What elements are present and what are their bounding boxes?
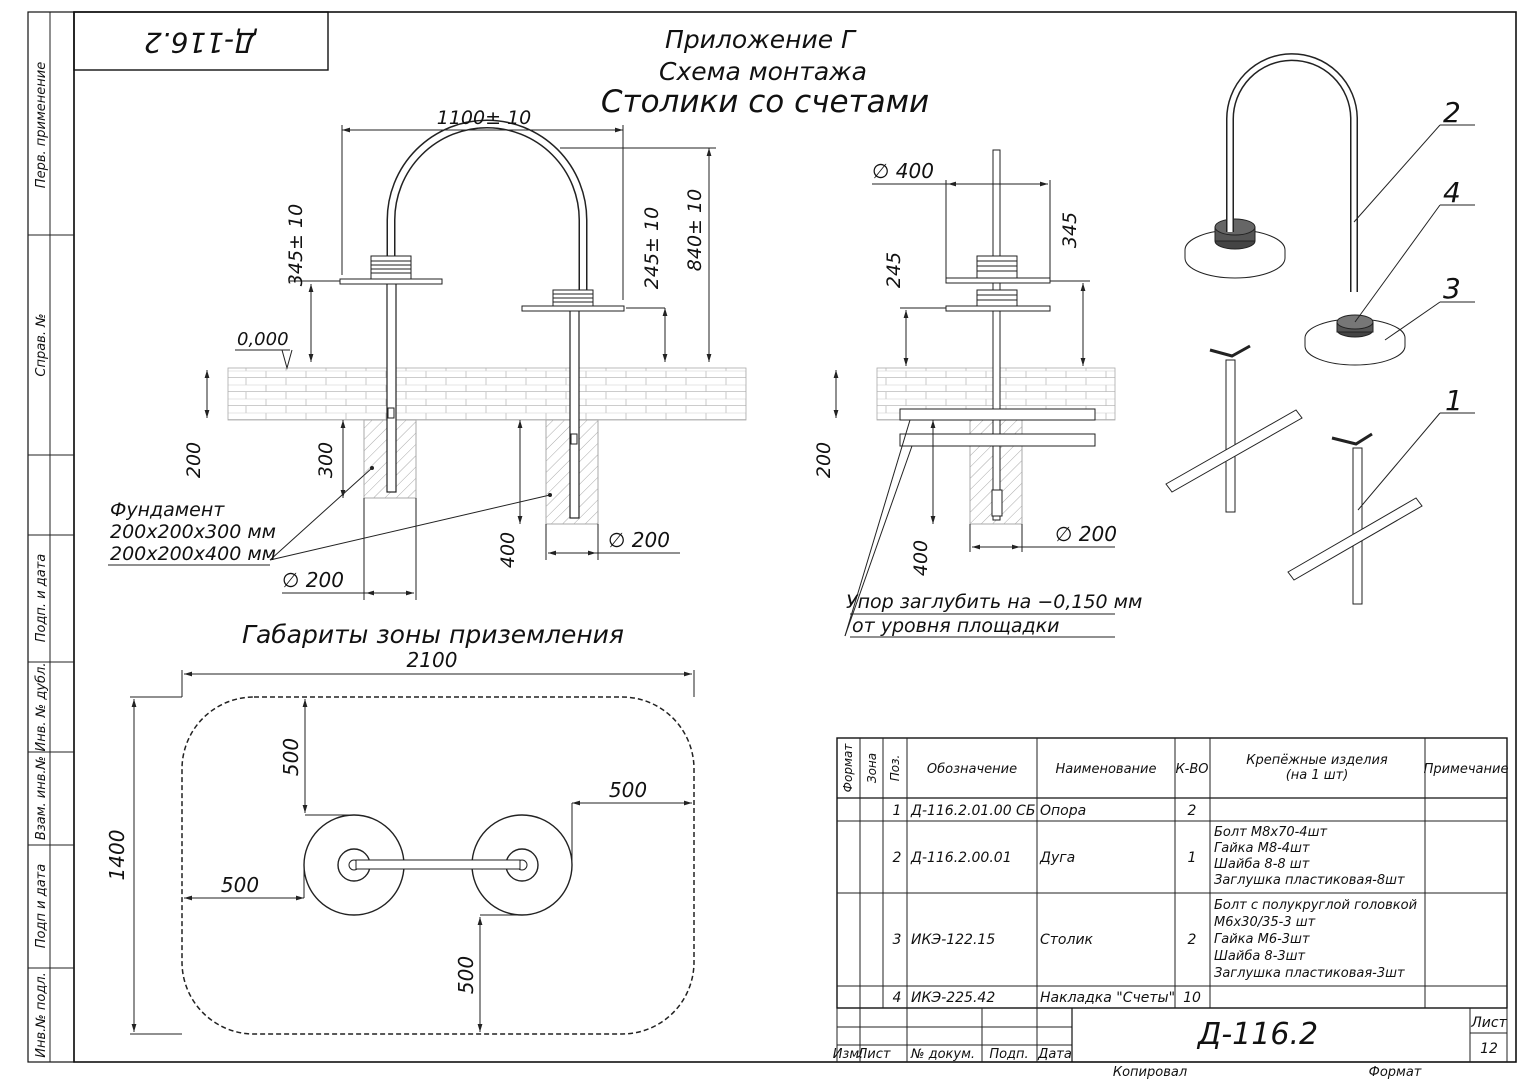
zone-gap-right: 500: [609, 778, 647, 802]
row1-name: Опора: [1040, 803, 1086, 819]
row3-fastener: Шайба 8-3шт: [1214, 949, 1306, 964]
side-label-perv: Перв. применение: [34, 62, 49, 188]
row2-fastener: Болт М8х70-4шт: [1214, 825, 1327, 840]
diam-200-left: ∅ 200: [282, 568, 344, 592]
tb-sheet-label: Лист: [1470, 1015, 1507, 1031]
zone-width: 2100: [407, 648, 458, 672]
dim-400-front: 400: [497, 532, 519, 568]
tb-doc-code: Д-116.2: [1196, 1017, 1318, 1052]
row3-designation: ИКЭ-122.15: [911, 932, 995, 948]
row3-fastener: Болт с полукруглой головкой: [1214, 898, 1417, 913]
tb-date: Дата: [1037, 1047, 1072, 1062]
dim-200-side: 200: [813, 442, 835, 478]
front-view: 1100± 10 345± 10 0,000 245± 10 840± 10 2…: [108, 107, 747, 600]
diam-400: ∅ 400: [872, 159, 934, 183]
side-view: ∅ 400 345 245 200 400 ∅ 200 Упор заглуби…: [813, 149, 1142, 638]
callout-2: 2: [1443, 96, 1461, 129]
side-label-inv-podl: Инв.№ подл.: [34, 972, 49, 1058]
zone-height: 1400: [105, 830, 129, 881]
tb-list: Лист: [857, 1047, 891, 1062]
note-depth-1: Упор заглубить на −0,150 мм: [846, 591, 1142, 613]
code-stamp-text: Д-116.2: [144, 26, 258, 59]
diam-200-right: ∅ 200: [608, 528, 670, 552]
foundation-size-1: 200х200х300 мм: [110, 521, 276, 543]
callout-1: 1: [1445, 384, 1463, 417]
specification-table: Формат Зона Поз. Обозначение Наименовани…: [836, 737, 1509, 1062]
row4-name: Накладка "Счеты": [1040, 990, 1175, 1006]
row2-fastener: Заглушка пластиковая-8шт: [1214, 873, 1405, 888]
tb-docnum: № докум.: [910, 1047, 975, 1062]
dim-840: 840± 10: [684, 189, 706, 271]
row3-fastener: М6х30/35-3 шт: [1214, 915, 1316, 930]
appendix-label: Приложение Г: [665, 25, 857, 54]
level-zero: 0,000: [237, 329, 289, 350]
callout-3: 3: [1443, 272, 1461, 305]
dim-width-1100: 1100± 10: [437, 107, 532, 129]
callout-4: 4: [1443, 176, 1461, 209]
th-zone: Зона: [865, 753, 879, 783]
zone-gap-bottom: 500: [454, 956, 478, 994]
row4-qty: 10: [1183, 990, 1201, 1006]
row1-pos: 1: [893, 803, 902, 819]
side-stamp-labels: Перв. применение Справ. № Подп. и дата И…: [34, 62, 49, 1058]
row3-fastener: Заглушка пластиковая-3шт: [1214, 966, 1405, 981]
dim-400-side: 400: [910, 540, 932, 576]
dim-200-front: 200: [183, 442, 205, 478]
th-format: Формат: [841, 743, 855, 793]
th-note: Примечание: [1424, 762, 1509, 777]
th-name: Наименование: [1055, 762, 1156, 777]
scheme-label: Схема монтажа: [659, 57, 867, 86]
side-label-inv-dubl: Инв. № дубл.: [34, 663, 49, 752]
title-block: Изм. Лист № докум. Подп. Дата Д-116.2 Ли…: [833, 1008, 1508, 1080]
row2-designation: Д-116.2.00.01: [910, 850, 1012, 866]
row3-pos: 3: [893, 932, 902, 948]
drawing-header: Приложение Г Схема монтажа Столики со сч…: [601, 25, 929, 120]
dim-245: 245± 10: [641, 207, 663, 289]
th-designation: Обозначение: [927, 762, 1017, 777]
th-fasteners: Крепёжные изделия: [1246, 753, 1388, 768]
zone-gap-left: 500: [221, 873, 259, 897]
row2-fastener: Шайба 8-8 шт: [1214, 857, 1310, 872]
row3-fastener: Гайка М6-3шт: [1214, 932, 1310, 947]
foundation-title: Фундамент: [110, 499, 225, 521]
tb-sign: Подп.: [989, 1047, 1028, 1062]
dim-245-side: 245: [883, 252, 905, 288]
row2-qty: 1: [1188, 850, 1197, 866]
tb-sheet-num: 12: [1480, 1041, 1498, 1057]
side-label-vzam: Взам. инв.№: [34, 756, 49, 840]
row1-qty: 2: [1188, 803, 1197, 819]
row3-name: Столик: [1040, 932, 1094, 948]
row4-designation: ИКЭ-225.42: [911, 990, 995, 1006]
th-pos: Поз.: [888, 755, 902, 782]
tb-izm: Изм.: [833, 1047, 864, 1062]
row3-qty: 2: [1188, 932, 1197, 948]
diam-200-side: ∅ 200: [1055, 522, 1117, 546]
note-depth-2: от уровня площадки: [852, 615, 1059, 637]
row4-pos: 4: [893, 990, 902, 1006]
side-label-sprav: Справ. №: [34, 313, 49, 376]
code-stamp: Д-116.2: [73, 11, 329, 71]
row1-designation: Д-116.2.01.00 СБ: [910, 803, 1035, 819]
side-label-podp2: Подп и дата: [34, 864, 49, 948]
th-fasteners-sub: (на 1 шт): [1286, 768, 1349, 783]
side-label-podp1: Подп. и дата: [34, 554, 49, 643]
foundation-size-2: 200х200х400 мм: [110, 543, 276, 565]
th-qty: К-ВО: [1175, 762, 1208, 777]
dim-345: 345± 10: [285, 204, 307, 286]
tb-copied: Копировал: [1113, 1065, 1187, 1080]
zone-title: Габариты зоны приземления: [242, 620, 624, 649]
dim-300: 300: [315, 442, 337, 478]
isometric-parts: 2 4 3 1: [1165, 53, 1475, 605]
drawing-title: Столики со счетами: [601, 84, 929, 120]
zone-gap-top: 500: [279, 738, 303, 776]
dim-345-side: 345: [1059, 212, 1081, 248]
landing-zone-plan: Габариты зоны приземления 2100 1400 500 …: [105, 620, 695, 1035]
row2-pos: 2: [893, 850, 902, 866]
row2-fastener: Гайка М8-4шт: [1214, 841, 1310, 856]
sheet-frame: [27, 11, 1517, 1063]
tb-format: Формат: [1369, 1065, 1422, 1080]
row2-name: Дуга: [1039, 850, 1075, 866]
